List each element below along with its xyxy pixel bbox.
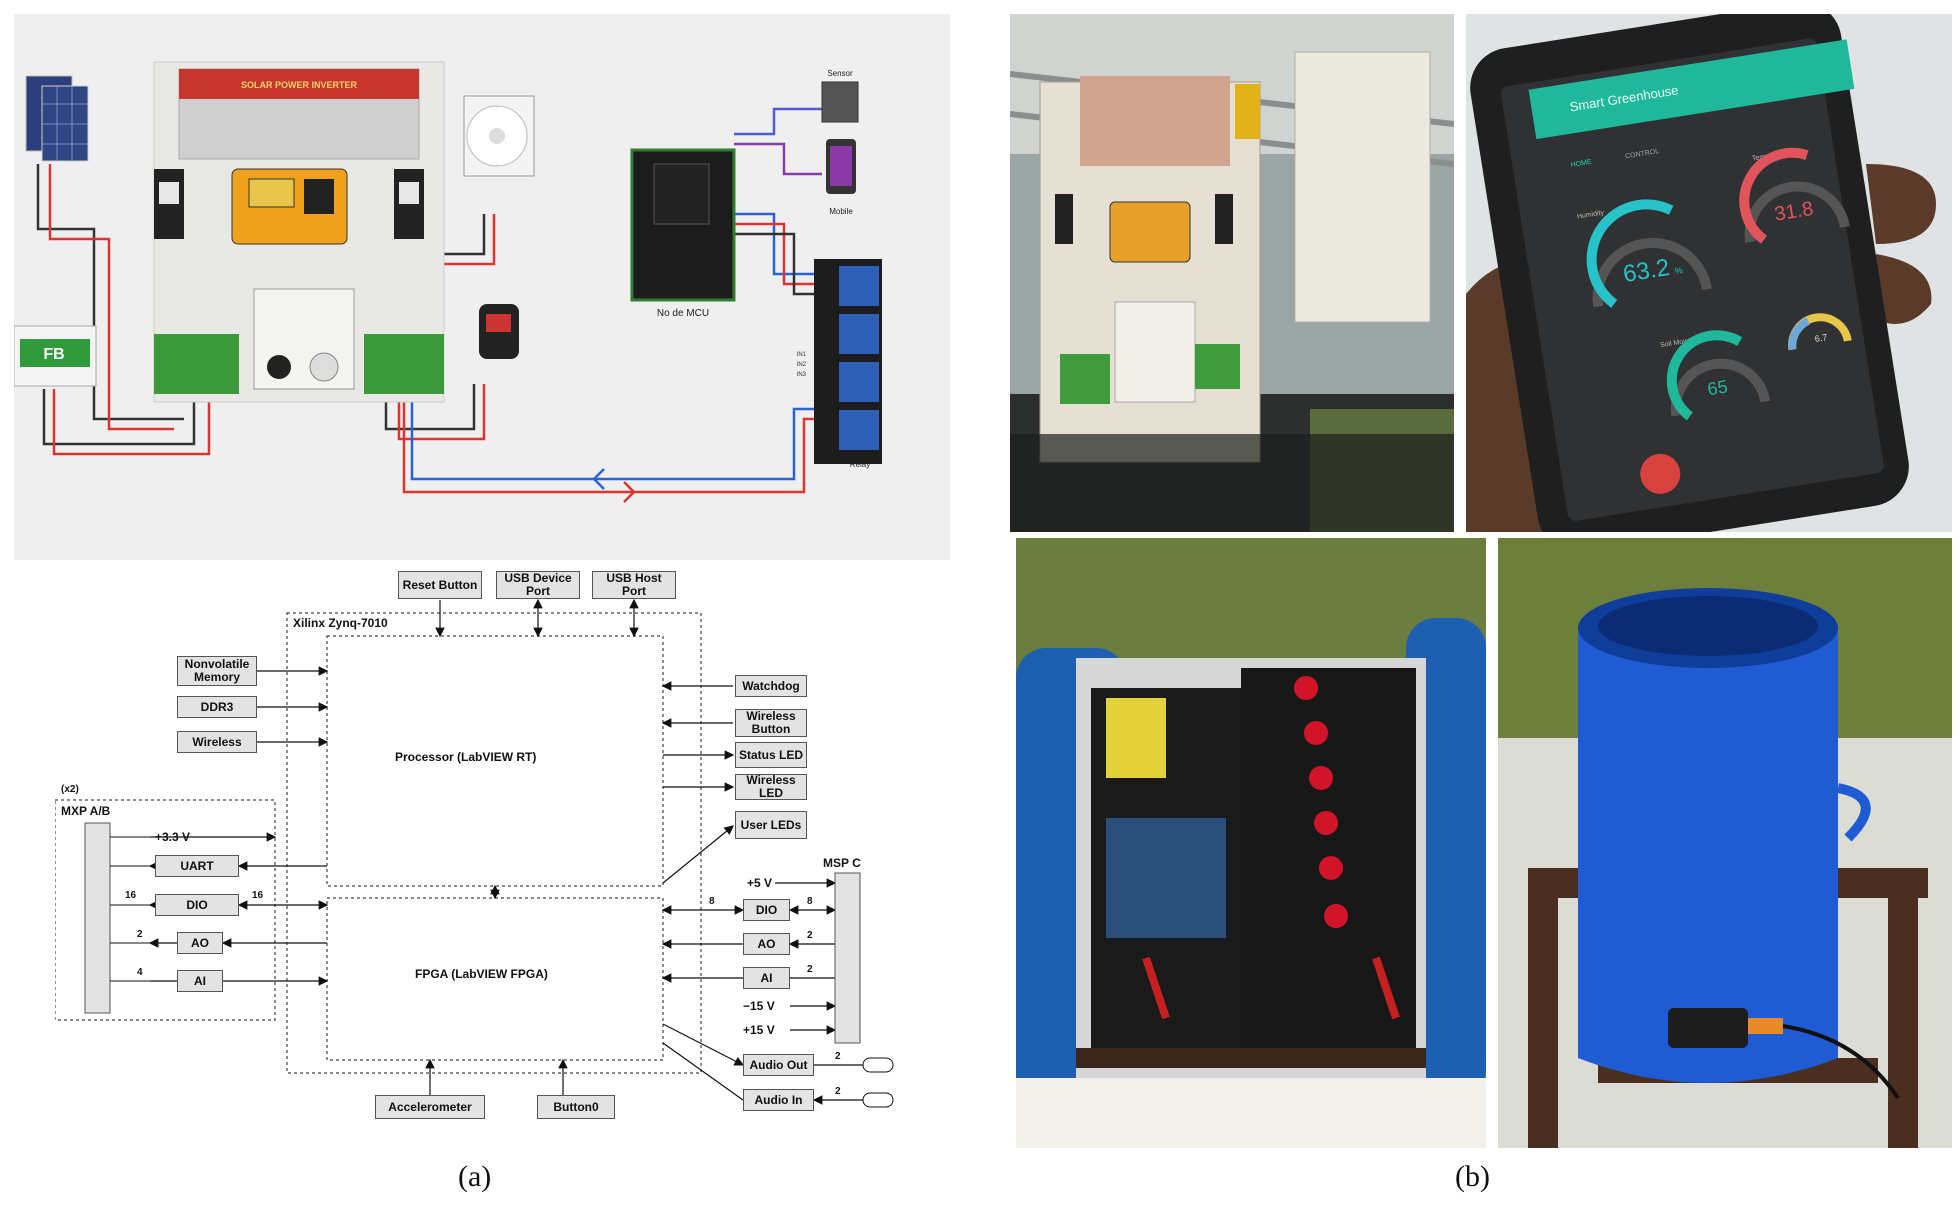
mxp-dio-count-left: 16 [125, 890, 137, 901]
photo-water-barrel [1498, 538, 1952, 1148]
water-pump [479, 304, 519, 359]
mobile-label: Mobile [829, 207, 853, 216]
relay-module: IN1 IN2 IN3 Relay [797, 259, 882, 469]
audio-in-block: Audio In [743, 1089, 814, 1111]
mxp-ao-count: 2 [137, 929, 143, 940]
soil-value: 65 [1706, 376, 1729, 399]
usb-device-port-block: USB Device Port [496, 571, 580, 599]
small-gauge [1788, 313, 1852, 351]
mxp-uart-block: UART [155, 855, 239, 877]
mxp-ai-count: 4 [137, 967, 143, 978]
mxp-title: MXP A/B [61, 804, 111, 818]
audio-out-block: Audio Out [743, 1054, 814, 1076]
nonvolatile-memory-block: Nonvolatile Memory [177, 656, 257, 686]
wiring-diagram-panel: SOLAR POWER INVERTER FB [14, 14, 950, 560]
photo-tablet-app: Smart Greenhouse HOME CONTROL Humidity T… [1466, 14, 1952, 532]
relay-pin-2: IN2 [797, 362, 807, 368]
msp-dio-count-left: 8 [709, 896, 715, 907]
wireless-block: Wireless [177, 731, 257, 753]
usb-host-port-block: USB Host Port [592, 571, 676, 599]
wireless-button-block: Wireless Button [735, 709, 807, 737]
relay-label: Relay [850, 460, 870, 469]
accelerometer-block: Accelerometer [375, 1095, 485, 1119]
battery-label: FB [43, 346, 64, 363]
processor-label: Processor (LabVIEW RT) [395, 750, 537, 764]
msp-rail-neg15v: −15 V [743, 999, 775, 1013]
sensor-label: Sensor [827, 69, 853, 78]
inverter-label: SOLAR POWER INVERTER [241, 80, 358, 90]
temperature-value: 31.8 [1773, 198, 1815, 226]
user-leds-block: User LEDs [735, 811, 807, 839]
audio-out-count: 2 [835, 1051, 841, 1062]
reset-button-block: Reset Button [398, 571, 482, 599]
status-led-block: Status LED [735, 742, 807, 768]
photo-batteries [1016, 538, 1486, 1148]
audio-in-count: 2 [835, 1086, 841, 1097]
mxp-dio-block: DIO [155, 894, 239, 916]
processor-outline [326, 635, 664, 887]
mxp-connector [84, 822, 111, 1014]
mxp-ai-block: AI [177, 970, 223, 992]
mcu-label: No de MCU [657, 308, 709, 319]
small-gauge-value: 6.7 [1814, 332, 1828, 344]
pump-on-barrel [1668, 1008, 1748, 1048]
humidity-unit: % [1674, 265, 1683, 276]
msp-connector [834, 872, 861, 1044]
nodemcu-board: No de MCU [630, 148, 736, 319]
mxp-outline [55, 799, 276, 1021]
mxp-rail-label: +3.3 V [155, 830, 191, 844]
zynq-outline [286, 612, 702, 1074]
fpga-label: FPGA (LabVIEW FPGA) [415, 967, 548, 981]
exhaust-fan [463, 95, 535, 177]
caption-b: (b) [1455, 1160, 1490, 1193]
battery: FB [14, 325, 97, 387]
chip-title: Xilinx Zynq-7010 [293, 616, 388, 630]
tablet-screen [1501, 38, 1884, 521]
temperature-gauge [1739, 147, 1850, 244]
sensor-device: Sensor [821, 69, 859, 123]
relay-pin-3: IN3 [797, 372, 807, 378]
pump-toggle-button[interactable] [1637, 451, 1683, 497]
caption-a: (a) [458, 1160, 492, 1193]
mxp-dio-count-right: 16 [252, 890, 264, 901]
msp-ai-count: 2 [807, 964, 813, 975]
soil-gauge-fill [1666, 330, 1743, 421]
humidity-value: 63.2 [1621, 254, 1671, 288]
tablet-app-screen: Smart Greenhouse HOME CONTROL Humidity T… [1528, 39, 1916, 522]
msp-ao-count: 2 [807, 930, 813, 941]
msp-ao-block: AO [743, 933, 790, 955]
wireless-led-block: Wireless LED [735, 774, 807, 800]
msp-dio-count-right: 8 [807, 896, 813, 907]
switch-panel [253, 288, 355, 390]
ddr3-block: DDR3 [177, 696, 257, 718]
button0-block: Button0 [537, 1095, 615, 1119]
block-diagram-panel: Xilinx Zynq-7010 Processor (LabVIEW RT) … [55, 568, 915, 1123]
solar-panels [25, 75, 89, 162]
mxp-multiplier: (x2) [61, 784, 79, 795]
humidity-gauge-fill [1586, 199, 1674, 308]
msp-title: MSP C [823, 856, 861, 870]
msp-ai-block: AI [743, 967, 790, 989]
temperature-gauge-fill [1739, 147, 1809, 244]
humidity-gauge [1586, 199, 1712, 308]
watchdog-block: Watchdog [735, 675, 807, 697]
msp-dio-block: DIO [743, 899, 790, 921]
mxp-ao-block: AO [177, 932, 223, 954]
photo-installed-board [1010, 14, 1454, 532]
relay-pin-1: IN1 [797, 352, 807, 358]
soil-gauge [1666, 330, 1771, 421]
msp-rail-5v: +5 V [747, 876, 773, 890]
msp-rail-pos15v: +15 V [743, 1023, 775, 1037]
mobile-device: Mobile [826, 139, 856, 216]
